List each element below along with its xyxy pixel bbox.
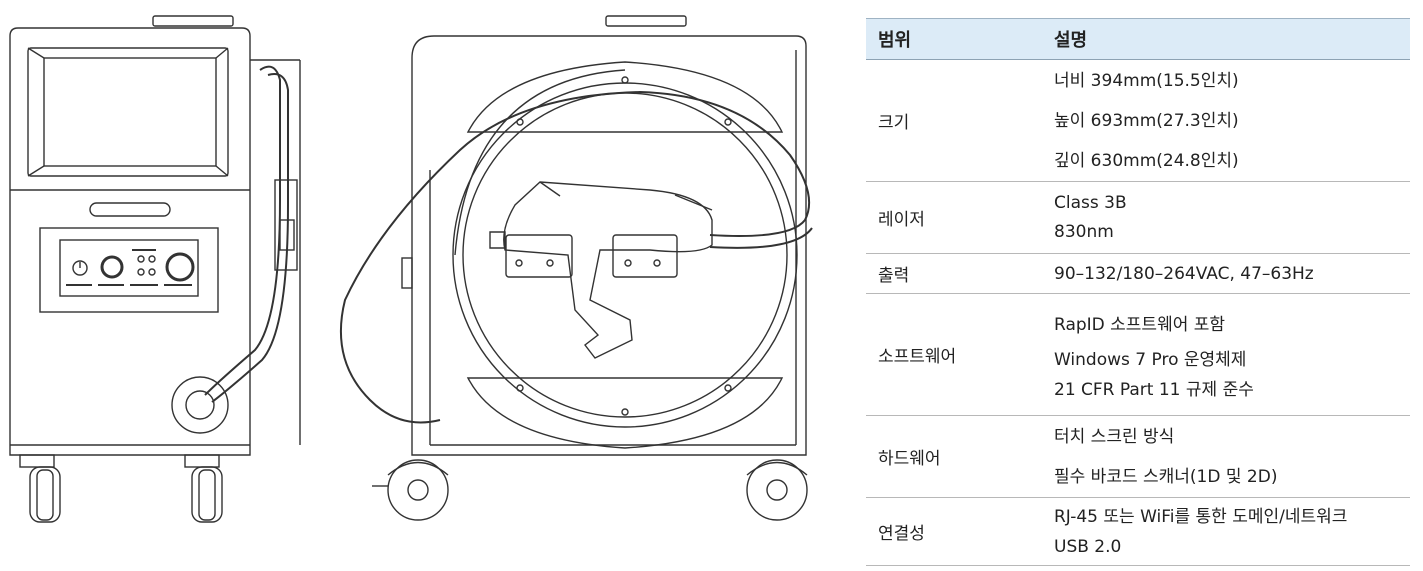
table-row: 출력 90–132/180–264VAC, 47–63Hz [866, 253, 1410, 294]
row-category: 크기 [866, 59, 1054, 182]
header-category: 범위 [866, 18, 1054, 60]
desc-line: RJ-45 또는 WiFi를 통한 도메인/네트워크 [1054, 506, 1348, 527]
table-row: 레이저 Class 3B 830nm [866, 181, 1410, 254]
desc-line: 터치 스크린 방식 [1054, 426, 1175, 447]
row-category: 레이저 [866, 181, 1054, 254]
desc-line: 90–132/180–264VAC, 47–63Hz [1054, 263, 1314, 284]
row-description: 너비 394mm(15.5인치) 높이 693mm(27.3인치) 깊이 630… [1054, 59, 1410, 182]
row-category: 연결성 [866, 497, 1054, 566]
row-category: 하드웨어 [866, 415, 1054, 498]
desc-line: Windows 7 Pro 운영체제 [1054, 349, 1247, 370]
desc-line: 필수 바코드 스캐너(1D 및 2D) [1054, 466, 1278, 487]
table-row: 하드웨어 터치 스크린 방식 필수 바코드 스캐너(1D 및 2D) [866, 415, 1410, 498]
wheel-icon [19, 454, 223, 523]
desc-line: 21 CFR Part 11 규제 준수 [1054, 379, 1254, 400]
table-row: 크기 너비 394mm(15.5인치) 높이 693mm(27.3인치) 깊이 … [866, 59, 1410, 182]
row-description: 터치 스크린 방식 필수 바코드 스캐너(1D 및 2D) [1054, 415, 1410, 498]
desc-line: Class 3B [1054, 192, 1127, 213]
touch-screen [27, 47, 229, 177]
row-description: 90–132/180–264VAC, 47–63Hz [1054, 253, 1410, 294]
row-description: RapID 소프트웨어 포함 Windows 7 Pro 운영체제 21 CFR… [1054, 293, 1410, 416]
hose-reel [452, 82, 798, 428]
barcode-scanner-icon [489, 181, 713, 359]
header-description: 설명 [1054, 18, 1410, 60]
spec-table: 범위 설명 크기 너비 394mm(15.5인치) 높이 693mm(27.3인… [866, 18, 1410, 566]
table-row: 연결성 RJ-45 또는 WiFi를 통한 도메인/네트워크 USB 2.0 [866, 497, 1410, 566]
row-description: RJ-45 또는 WiFi를 통한 도메인/네트워크 USB 2.0 [1054, 497, 1410, 566]
desc-line: 높이 693mm(27.3인치) [1054, 110, 1239, 131]
desc-line: USB 2.0 [1054, 536, 1122, 557]
table-header-row: 범위 설명 [866, 18, 1410, 60]
row-description: Class 3B 830nm [1054, 181, 1410, 254]
row-category: 출력 [866, 253, 1054, 294]
desc-line: 830nm [1054, 221, 1114, 242]
control-panel [39, 227, 219, 313]
table-row: 소프트웨어 RapID 소프트웨어 포함 Windows 7 Pro 운영체제 … [866, 293, 1410, 416]
desc-line: 너비 394mm(15.5인치) [1054, 70, 1239, 91]
row-category: 소프트웨어 [866, 293, 1054, 416]
product-drawings [9, 15, 813, 523]
front-view-drawing [9, 15, 301, 523]
desc-line: 깊이 630mm(24.8인치) [1054, 150, 1239, 171]
knob-icon [100, 255, 124, 279]
side-view-drawing [339, 15, 813, 521]
power-icon [72, 260, 88, 276]
desc-line: RapID 소프트웨어 포함 [1054, 314, 1226, 335]
